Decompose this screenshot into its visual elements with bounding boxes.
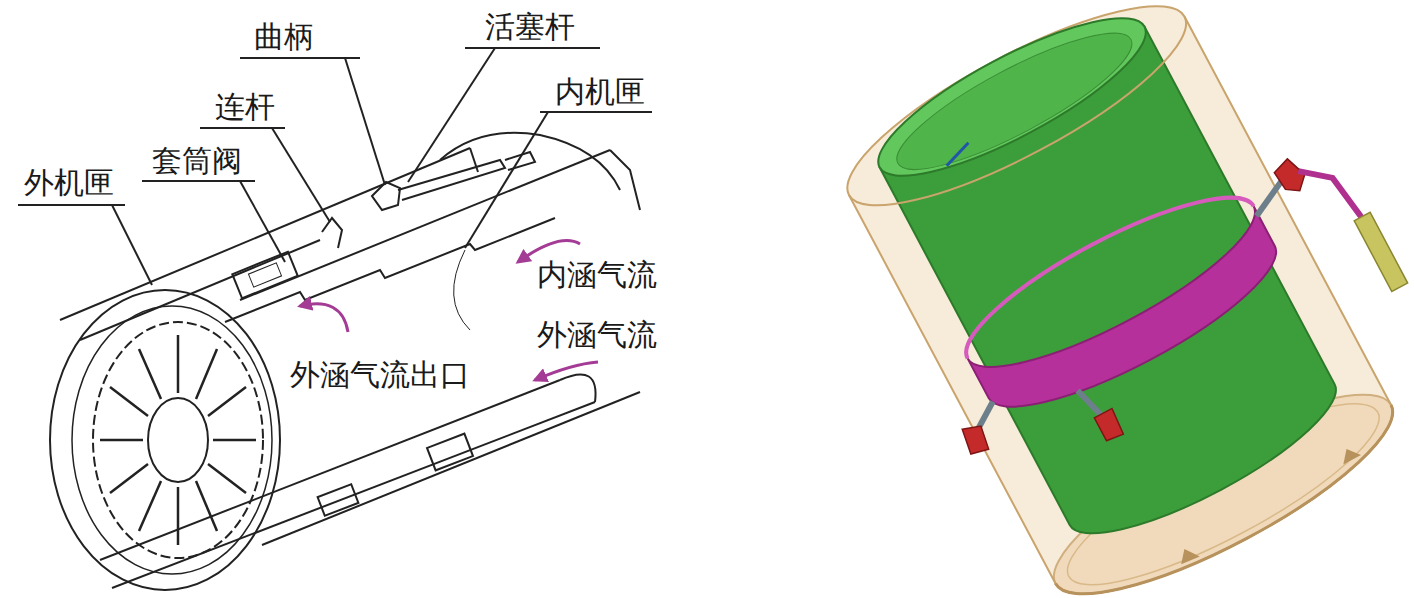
spoke (196, 349, 217, 399)
piston-rod (1298, 155, 1361, 233)
inner-casing-cut (225, 218, 555, 322)
label-underline (18, 204, 125, 206)
spoke (139, 349, 161, 399)
part-label: 外机匣 (22, 166, 116, 199)
label-underline (240, 57, 360, 59)
piston-rod (398, 160, 505, 200)
nozzle-ring (72, 306, 272, 574)
leader-lines (18, 48, 652, 285)
outer-casing (100, 380, 560, 560)
spoke (177, 335, 180, 393)
crank (372, 182, 400, 210)
part-label: 内涵气流 (535, 258, 659, 291)
linkages (918, 136, 1407, 501)
label-underline (540, 111, 652, 113)
outer-casing-window (427, 434, 473, 471)
outer-casing-rim (1056, 405, 1414, 598)
spoke (208, 464, 246, 493)
sleeve-valve-port (248, 263, 281, 287)
part-label: 连杆 (213, 90, 277, 123)
actuator (1354, 212, 1407, 291)
leader-line (272, 128, 330, 222)
spoke (100, 439, 143, 442)
bypass-flow-arrow (535, 362, 598, 380)
sleeve-valve (232, 252, 297, 299)
inner-casing (610, 150, 640, 210)
label-underline (142, 180, 255, 182)
outer-casing-window (318, 484, 359, 516)
outer-casing (80, 240, 320, 340)
leader-line (408, 48, 495, 182)
liner-teeth (93, 322, 263, 558)
leader-line (112, 205, 152, 285)
part-label: 内机匣 (553, 75, 647, 108)
part-label: 套筒阀 (150, 144, 244, 177)
render-3d (813, 0, 1414, 598)
leader-line (345, 58, 385, 185)
leader-line (465, 112, 548, 248)
spoke (196, 481, 217, 531)
part-label: 外涵气流出口 (288, 358, 472, 391)
inner-casing-seam (454, 250, 470, 330)
spoke (177, 487, 180, 545)
bypass-exit-arrow (300, 304, 348, 332)
outer-casing (560, 374, 596, 402)
mount-lug (1338, 444, 1361, 464)
part-label: 外涵气流 (535, 318, 659, 351)
crank (1271, 155, 1310, 197)
connecting-rod (322, 218, 342, 248)
mount-lug (1176, 544, 1200, 566)
spoke (139, 481, 161, 531)
spoke (208, 387, 246, 416)
axis-marker (942, 143, 973, 166)
hub (148, 398, 208, 482)
sleeve-valve-rim (948, 169, 1254, 358)
crank (1094, 408, 1125, 442)
label-underline (465, 47, 600, 49)
leader-line (240, 181, 285, 262)
spokes (100, 335, 256, 545)
inner-casing-opening (883, 11, 1146, 191)
spoke (213, 439, 256, 442)
crank (959, 421, 993, 458)
sleeve-valve (968, 206, 1295, 435)
engine-cutaway (50, 133, 640, 590)
outer-casing (112, 402, 595, 588)
part-label: 曲柄 (252, 20, 316, 53)
nozzle-ring (50, 290, 280, 590)
outer-casing (60, 148, 470, 320)
outer-casing-body (825, 0, 1414, 598)
part-label: 活塞杆 (483, 10, 577, 43)
spoke (110, 387, 148, 416)
actuator (505, 152, 535, 170)
inner-casing (262, 392, 640, 545)
spoke (110, 464, 148, 493)
outer-casing-rim (849, 17, 1208, 240)
